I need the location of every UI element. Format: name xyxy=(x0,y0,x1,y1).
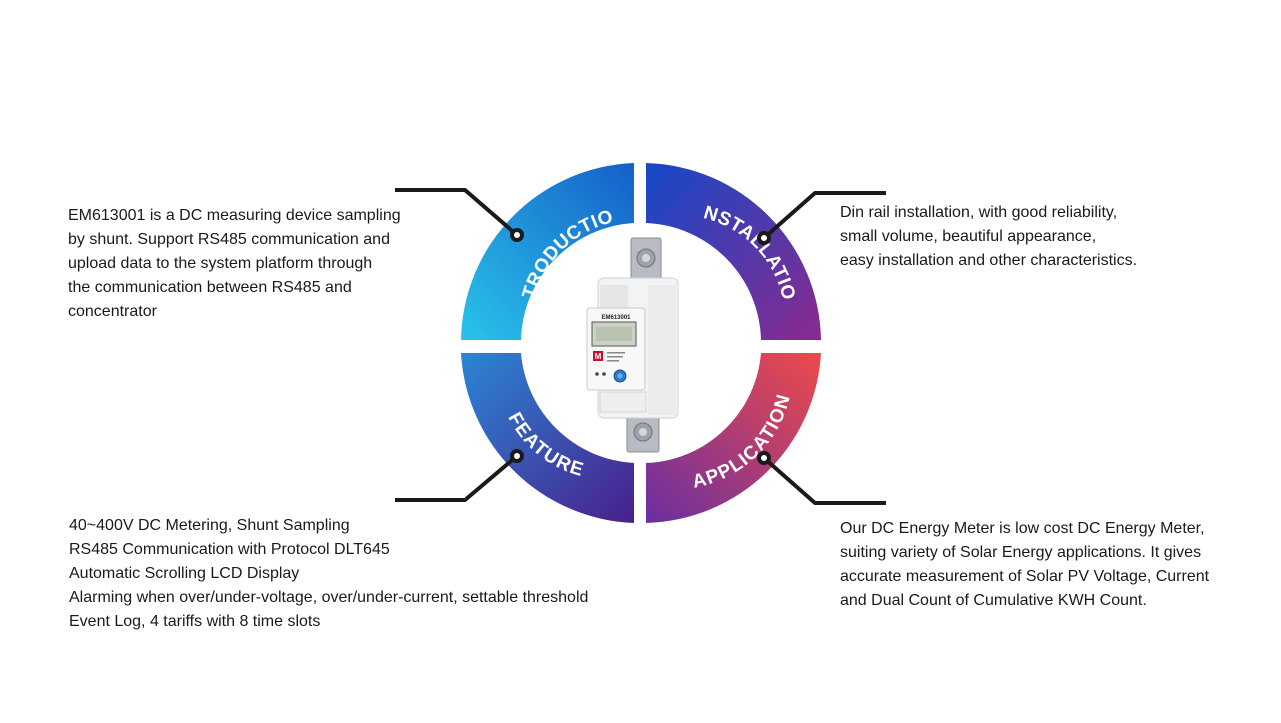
segment-installation xyxy=(646,163,821,340)
text-line: small volume, beautiful appearance, xyxy=(840,228,1097,245)
introduction-description: EM613001 is a DC measuring device sampli… xyxy=(68,204,448,324)
installation-description: Din rail installation, with good reliabi… xyxy=(840,201,1240,273)
connector-introduction xyxy=(395,188,524,242)
text-line: and Dual Count of Cumulative KWH Count. xyxy=(840,592,1147,609)
connector-installation xyxy=(757,191,886,245)
connector-application xyxy=(757,451,886,505)
text-line: accurate measurement of Solar PV Voltage… xyxy=(840,568,1210,585)
device-model-text: EM613001 xyxy=(601,315,631,321)
connector-feature xyxy=(395,449,524,502)
segment-feature xyxy=(461,353,634,523)
brand-logo xyxy=(593,351,603,361)
feature-list: 40~400V DC Metering, Shunt Sampling RS48… xyxy=(69,514,689,634)
text-line: the communication between RS485 and xyxy=(68,279,352,296)
text-line: concentrator xyxy=(68,303,157,320)
feature-item: Automatic Scrolling LCD Display xyxy=(69,565,300,582)
feature-item: 40~400V DC Metering, Shunt Sampling xyxy=(69,517,350,534)
text-line: easy installation and other characterist… xyxy=(840,252,1138,269)
energy-meter-device: EM613001 M xyxy=(586,237,679,453)
application-description: Our DC Energy Meter is low cost DC Energ… xyxy=(840,517,1260,613)
feature-item: Event Log, 4 tariffs with 8 time slots xyxy=(69,613,321,630)
text-line: Our DC Energy Meter is low cost DC Energ… xyxy=(840,520,1205,537)
text-line: EM613001 is a DC measuring device sampli… xyxy=(68,207,401,224)
text-line: suiting variety of Solar Energy applicat… xyxy=(840,544,1202,561)
feature-item: Alarming when over/under-voltage, over/u… xyxy=(69,589,589,606)
text-line: upload data to the system platform throu… xyxy=(68,255,373,272)
text-line: Din rail installation, with good reliabi… xyxy=(840,204,1118,221)
feature-item: RS485 Communication with Protocol DLT645 xyxy=(69,541,390,558)
text-line: by shunt. Support RS485 communication an… xyxy=(68,231,390,248)
segment-application xyxy=(646,353,821,523)
svg-text:M: M xyxy=(595,352,602,361)
segment-introduction xyxy=(461,163,634,340)
